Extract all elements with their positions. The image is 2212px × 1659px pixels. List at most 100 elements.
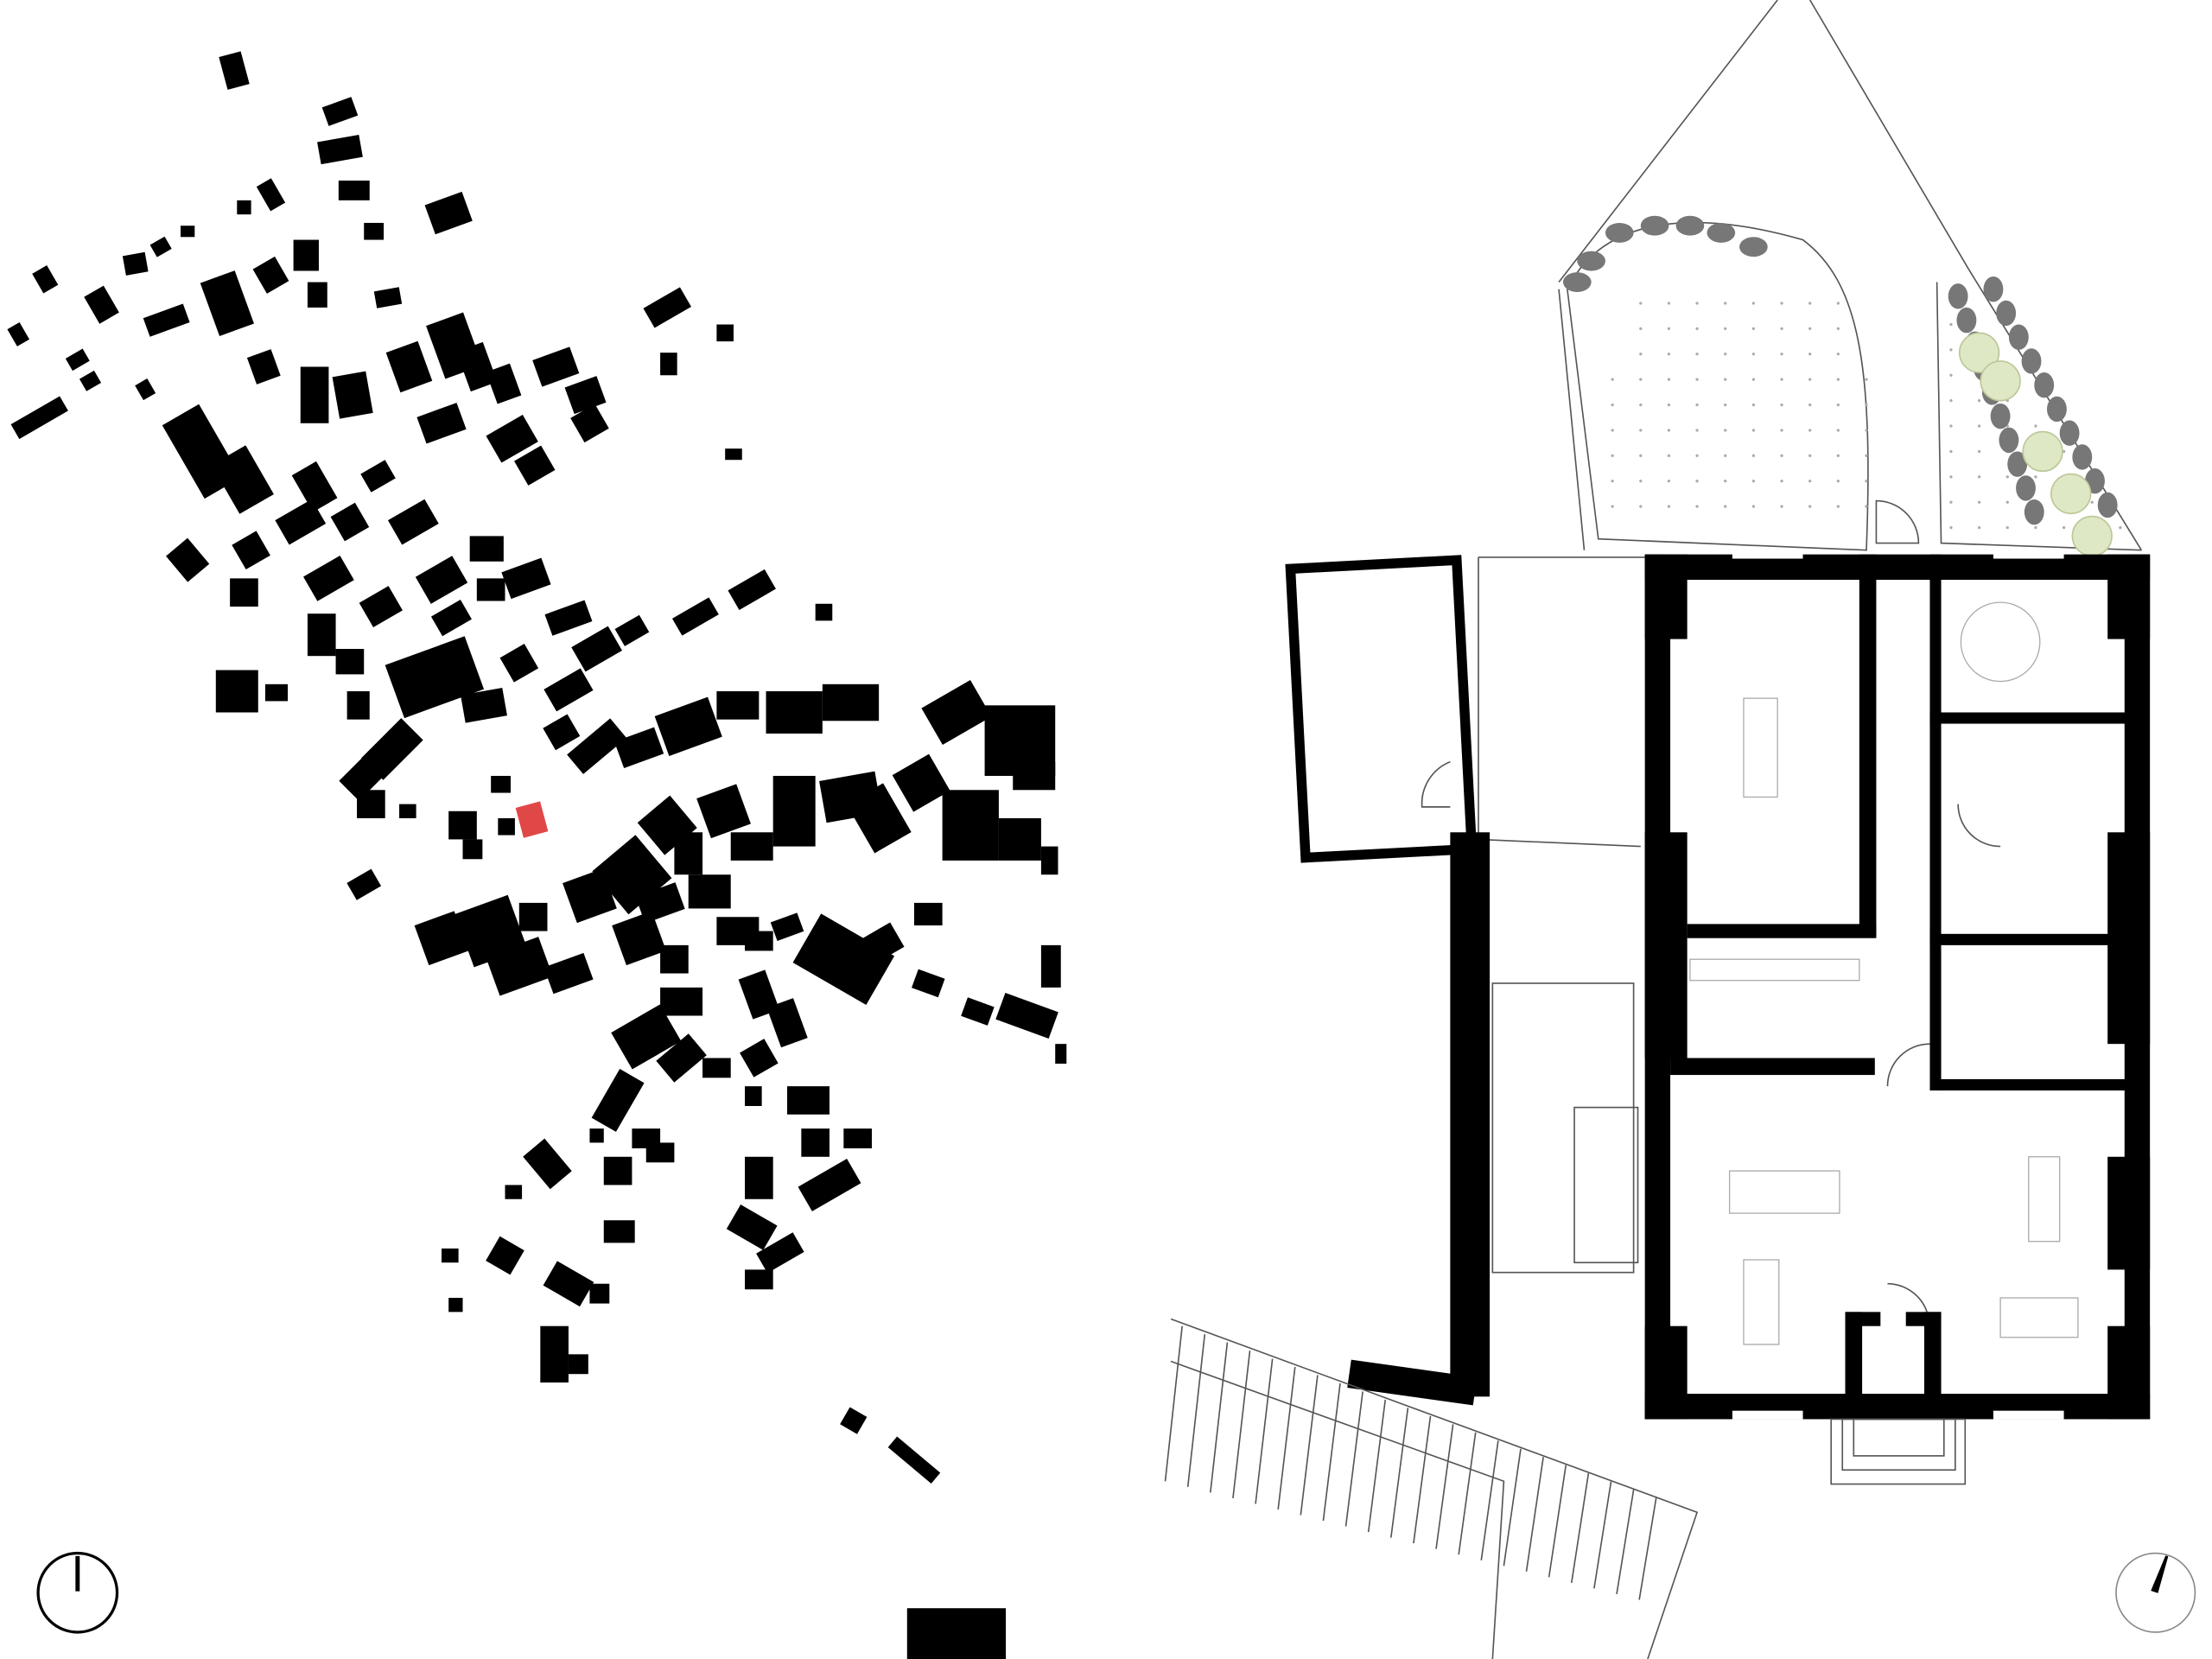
building: [614, 614, 650, 646]
north-arrow-icon: [2115, 1552, 2196, 1633]
building: [745, 1086, 762, 1106]
building: [293, 239, 319, 271]
building: [448, 1298, 463, 1313]
building: [335, 649, 365, 675]
building: [801, 1128, 830, 1157]
building: [476, 578, 505, 601]
building: [232, 531, 270, 570]
building: [660, 353, 677, 376]
stone: [1675, 215, 1705, 236]
building: [570, 404, 609, 443]
building: [300, 366, 329, 423]
building: [913, 902, 943, 926]
building: [518, 902, 548, 931]
building: [415, 556, 468, 604]
building: [815, 603, 833, 621]
building: [346, 868, 382, 900]
buildings: [7, 51, 1067, 1659]
building: [321, 97, 359, 126]
building: [740, 1039, 779, 1077]
building: [853, 922, 905, 969]
building: [543, 714, 581, 751]
building: [567, 718, 627, 774]
stone: [1605, 222, 1634, 243]
building: [307, 613, 336, 657]
building: [442, 1248, 459, 1263]
building: [166, 537, 210, 582]
building: [491, 775, 512, 793]
building: [385, 340, 433, 393]
building: [603, 1156, 632, 1185]
building: [1040, 846, 1058, 875]
building: [792, 913, 895, 1005]
building: [332, 371, 373, 419]
building: [346, 691, 370, 720]
stone: [1640, 215, 1669, 236]
building: [256, 178, 286, 212]
building: [756, 1232, 804, 1274]
building: [200, 270, 254, 336]
building: [660, 987, 703, 1016]
building: [671, 597, 719, 636]
building: [961, 997, 995, 1026]
building: [674, 832, 703, 875]
building: [215, 670, 258, 713]
building: [725, 448, 742, 461]
building: [230, 578, 258, 607]
building: [122, 251, 149, 276]
building: [246, 349, 281, 385]
building: [486, 414, 538, 463]
building: [543, 952, 594, 995]
building: [660, 944, 689, 974]
building: [563, 868, 617, 924]
building: [486, 1236, 524, 1275]
building: [10, 396, 68, 440]
building: [291, 461, 338, 512]
building: [745, 931, 773, 951]
building: [787, 1086, 830, 1115]
building: [498, 817, 515, 836]
building: [307, 282, 327, 308]
building: [696, 784, 751, 839]
building: [252, 256, 289, 294]
building: [416, 403, 467, 444]
building: [532, 346, 580, 387]
outbuilding: [1285, 555, 1478, 863]
building: [730, 832, 773, 861]
building: [840, 1407, 868, 1434]
furniture: [1689, 601, 2079, 1345]
building: [543, 668, 594, 712]
building: [84, 285, 119, 324]
building: [387, 499, 439, 545]
building: [906, 1608, 1007, 1659]
building: [656, 1033, 707, 1083]
site-figure-ground: [7, 51, 1067, 1659]
building: [462, 839, 483, 860]
building: [645, 1142, 675, 1163]
tree: [1980, 360, 2021, 402]
building: [143, 303, 190, 337]
building: [469, 536, 504, 562]
building: [448, 810, 477, 840]
doors: [1421, 499, 2001, 1313]
building: [514, 445, 556, 486]
building: [357, 790, 385, 818]
building: [499, 644, 539, 683]
building: [995, 993, 1058, 1039]
tree: [2071, 515, 2113, 557]
stone: [1739, 237, 1768, 257]
building: [921, 679, 992, 746]
building: [65, 348, 90, 372]
walls: [1644, 550, 2151, 1420]
building: [822, 683, 880, 721]
outdoor-stairs: [1164, 1318, 1699, 1659]
building: [211, 445, 274, 514]
building: [430, 599, 472, 637]
building: [643, 287, 691, 328]
building: [591, 1069, 645, 1132]
building: [505, 1185, 523, 1199]
building: [7, 321, 30, 346]
building: [613, 727, 664, 769]
building: [373, 287, 403, 308]
building: [364, 222, 385, 240]
